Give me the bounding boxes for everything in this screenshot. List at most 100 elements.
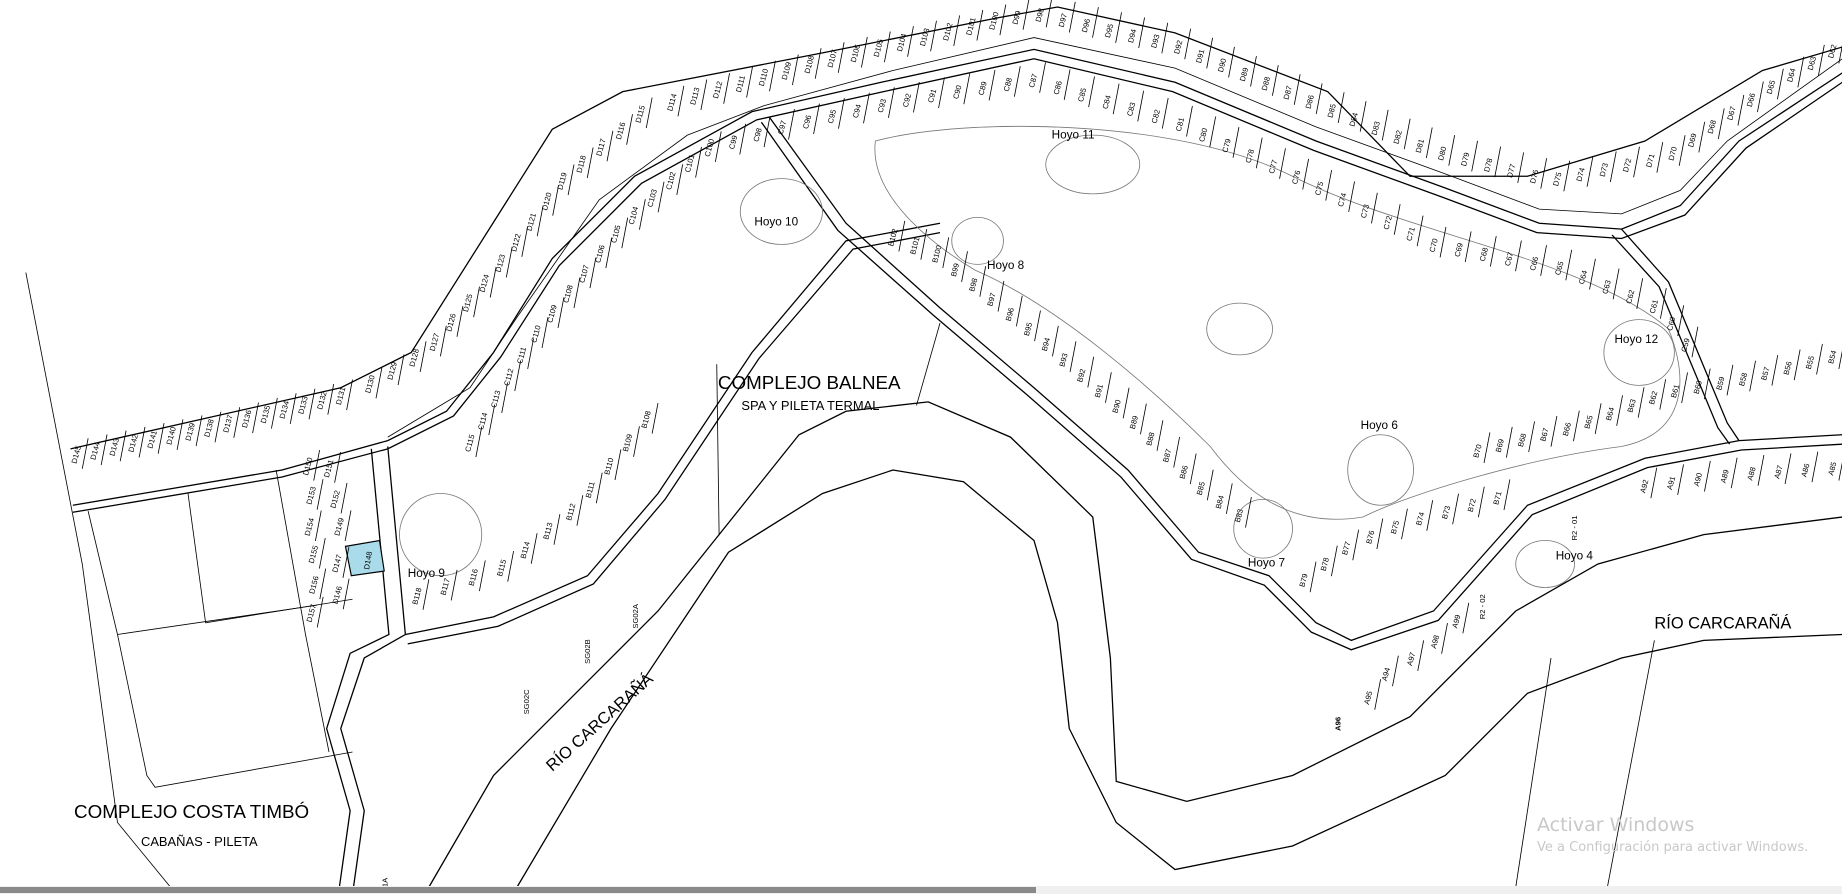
lot-divider <box>700 79 708 111</box>
lot-divider <box>605 237 613 269</box>
inner-road-edge <box>760 121 1842 651</box>
lot-divider <box>988 69 996 101</box>
lot-label: D87 <box>1282 85 1294 101</box>
lot-divider <box>1371 192 1378 224</box>
lot-divider <box>1359 101 1367 132</box>
lot-label: B95 <box>1022 321 1034 336</box>
lot-label: D63 <box>1806 55 1818 71</box>
lot-divider <box>541 317 549 348</box>
lot-divider <box>553 514 561 545</box>
lot-divider <box>375 367 383 399</box>
activation-watermark-title: Activar Windows <box>1537 814 1695 836</box>
lot-label: B59 <box>1714 376 1726 391</box>
lot-label: A98 <box>1429 634 1441 649</box>
lot-divider <box>1757 81 1764 113</box>
lot-label: C91 <box>926 88 938 104</box>
lot-divider <box>342 578 350 610</box>
lot-label: D112 <box>711 80 724 99</box>
lot-label: B67 <box>1538 427 1550 442</box>
lot-divider <box>81 438 89 469</box>
lot-label: D86 <box>1304 94 1316 110</box>
lot-divider <box>813 103 820 135</box>
lot-divider <box>1330 545 1338 577</box>
green <box>1515 540 1575 588</box>
lot-label: C81 <box>1174 117 1186 133</box>
lot-divider <box>1161 97 1169 129</box>
lot-divider <box>651 402 659 434</box>
lot-label: C73 <box>1359 203 1371 219</box>
lot-label: B115 <box>495 558 508 577</box>
lot-divider <box>573 277 581 309</box>
lot-divider <box>1401 508 1408 540</box>
lot-label: C93 <box>876 98 888 114</box>
lot-divider <box>621 217 629 249</box>
lot-label: B84 <box>1214 494 1226 510</box>
lot-label: D101 <box>964 16 977 36</box>
lot-label: B65 <box>1583 414 1595 429</box>
lot-label: B96 <box>1004 307 1016 322</box>
lot-label: B93 <box>1057 352 1069 367</box>
lot-label: B86 <box>1178 464 1190 479</box>
lot-label: C72 <box>1382 215 1394 231</box>
lot-divider <box>1173 436 1180 468</box>
lot-divider <box>1464 231 1472 263</box>
lot-divider <box>1589 258 1596 290</box>
lot-label: C64 <box>1577 269 1590 286</box>
lot-label: D93 <box>1149 33 1161 49</box>
lot-label: A89 <box>1719 469 1731 484</box>
lot-divider <box>788 108 795 140</box>
lot-divider <box>1161 22 1169 54</box>
parcel-line <box>25 272 177 894</box>
highlighted-lot[interactable] <box>344 539 385 577</box>
lot-divider <box>1245 496 1252 528</box>
lot-label: C115 <box>463 433 476 452</box>
lot-divider <box>1426 500 1434 531</box>
lot-divider <box>1063 69 1071 100</box>
lot-divider <box>1416 215 1424 247</box>
lot-divider <box>723 73 730 104</box>
lot-divider <box>838 98 845 129</box>
lot-label: C113 <box>489 389 502 408</box>
lot-divider <box>1771 355 1779 386</box>
lot-divider <box>1757 454 1765 486</box>
lot-divider <box>1616 395 1623 426</box>
lot-divider <box>589 257 597 289</box>
lot-label: D106 <box>849 43 862 63</box>
lot-divider <box>1452 493 1459 525</box>
lot-label: D65 <box>1765 79 1777 95</box>
lot-label: C102 <box>664 171 677 191</box>
lot-divider <box>271 397 278 429</box>
main-road <box>72 48 1842 506</box>
lot-divider <box>1439 226 1447 258</box>
lot-divider <box>119 430 127 462</box>
lot-label: B116 <box>467 568 480 587</box>
lot-divider <box>657 181 665 213</box>
lot-divider <box>1678 135 1686 166</box>
lot-divider <box>1698 121 1706 153</box>
scrollbar-thumb[interactable] <box>0 887 1036 893</box>
lot-label: D100 <box>987 11 1000 31</box>
lot-divider <box>1272 65 1279 96</box>
lot-label: B75 <box>1389 520 1401 535</box>
lot-label: C110 <box>529 324 542 343</box>
lot-divider <box>567 164 575 196</box>
lot-divider <box>439 325 447 357</box>
lot-divider <box>1681 372 1688 404</box>
lot-divider <box>289 393 297 425</box>
highlighted-lot-label: D148 <box>362 551 374 571</box>
lot-divider <box>1293 74 1301 105</box>
lot-label: D154 <box>303 516 317 537</box>
lot-label: B76 <box>1364 529 1376 544</box>
lot-label: C76 <box>1290 169 1302 185</box>
lot-label: B54 <box>1826 349 1838 365</box>
lot-label: D82 <box>1392 129 1404 145</box>
lot-divider <box>100 434 108 466</box>
lot-label: A99 <box>1450 614 1462 629</box>
river-label-right: RÍO CARCARAÑÁ <box>1654 613 1791 633</box>
lot-label: B90 <box>1111 399 1123 414</box>
lot-label: C78 <box>1244 148 1256 164</box>
lot-divider <box>334 452 341 483</box>
lot-label: A92 <box>1638 479 1650 494</box>
horizontal-scrollbar[interactable] <box>0 886 1842 894</box>
lot-label: B92 <box>1075 368 1087 383</box>
